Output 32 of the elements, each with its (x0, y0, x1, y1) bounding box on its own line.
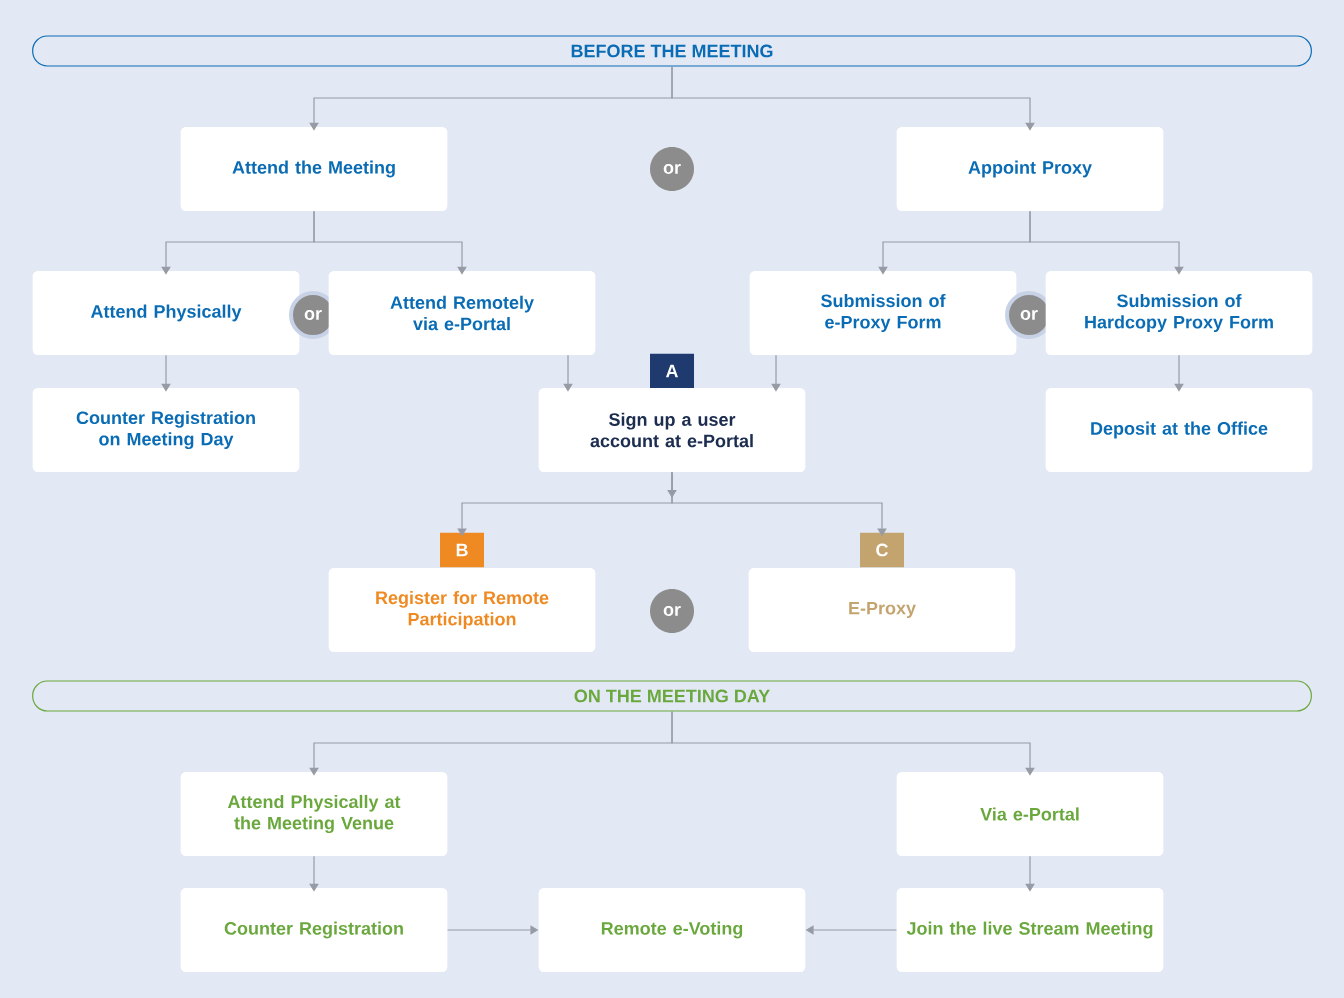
arrow (309, 855, 319, 892)
arrow (1029, 210, 1184, 275)
arrow (161, 354, 171, 392)
process-box: Attend Remotely via e-Portal (328, 271, 596, 355)
step-badge: B (440, 532, 484, 568)
arrow (667, 471, 677, 498)
process-box: Attend Physically (32, 271, 300, 355)
process-box: Counter Registration (180, 888, 448, 972)
process-box: Attend Physically at the Meeting Venue (180, 772, 448, 856)
arrow (313, 210, 467, 275)
step-badge: A (650, 353, 694, 389)
step-badge: C (860, 532, 904, 568)
process-box: Join the live Stream Meeting (896, 888, 1164, 972)
arrow (671, 66, 1035, 131)
arrow (1174, 354, 1184, 392)
arrow (771, 354, 781, 392)
process-box: Register for Remote Participation (328, 568, 596, 652)
section-band: BEFORE THE MEETING (32, 35, 1312, 67)
arrow (671, 711, 1035, 776)
process-box: Sign up a user account at e-Portal (538, 388, 806, 472)
process-box: Submission of e-Proxy Form (749, 271, 1017, 355)
process-box: Deposit at the Office (1045, 388, 1313, 472)
section-band: ON THE MEETING DAY (32, 680, 1312, 712)
process-box: Submission of Hardcopy Proxy Form (1045, 271, 1313, 355)
process-box: Appoint Proxy (896, 127, 1164, 211)
process-box: Attend the Meeting (180, 127, 448, 211)
arrow (563, 354, 573, 392)
process-box: Remote e-Voting (538, 888, 806, 972)
process-box: Counter Registration on Meeting Day (32, 388, 300, 472)
process-box: Via e-Portal (896, 772, 1164, 856)
process-box: E-Proxy (748, 568, 1016, 652)
arrow (1025, 855, 1035, 892)
